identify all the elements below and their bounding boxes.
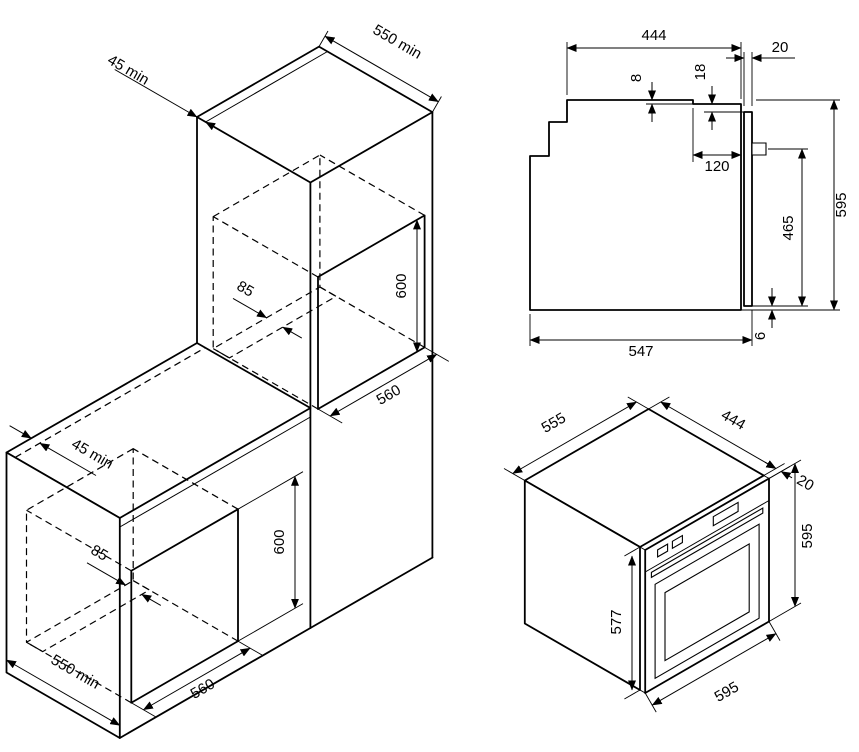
dim-label-top-step: 8	[628, 74, 645, 82]
dim-overall-height: 595	[745, 99, 850, 311]
lower-niche-opening	[130, 508, 239, 704]
dim-label-top-depth: 444	[641, 27, 666, 44]
door-slab-edge	[639, 689, 646, 694]
dim-label-door-thickness: 20	[772, 39, 789, 56]
control-panel-line	[644, 500, 770, 573]
dim-door-thickness: 20	[726, 39, 795, 106]
dim-label-lower-rear-step: 85	[88, 542, 111, 565]
dim-top-depth: 444	[566, 27, 742, 99]
dim-label-body-depth: 555	[539, 409, 569, 436]
upper-niche-hidden-edge	[212, 216, 319, 278]
dim-oven-overall-height: 595	[768, 459, 816, 622]
door-slab-edge	[639, 546, 646, 551]
dim-bottom-gap: 6	[741, 288, 780, 340]
counter-rear-gap-line	[14, 346, 206, 458]
lower-niche-back-face	[25, 448, 134, 643]
worktop-thickness-line	[119, 416, 311, 528]
control-display	[712, 501, 739, 527]
oven-handle-profile	[751, 142, 767, 156]
dim-label-lower-niche-width: 560	[188, 675, 218, 702]
dim-label-top-depth-min: 550 min	[370, 21, 425, 62]
dim-front-height: 465	[752, 148, 808, 307]
dim-upper-niche-height: 600	[393, 215, 425, 358]
dim-top-step: 8	[628, 74, 693, 122]
dim-label-oven-overall-height: 595	[799, 523, 816, 548]
dim-label-oven-door-thickness: 20	[794, 472, 817, 495]
upper-niche-opening	[317, 214, 426, 410]
upper-niche-hidden-edge	[319, 286, 425, 348]
oven-body-profile	[529, 99, 742, 311]
dim-label-upper-niche-height: 600	[393, 273, 410, 298]
lower-niche-hidden-edge	[132, 448, 239, 510]
dim-label-upper-rear-step: 85	[234, 278, 257, 301]
control-knob	[671, 534, 683, 550]
dim-label-control-panel-depth: 120	[704, 158, 729, 175]
dim-label-oven-overall-width: 595	[712, 678, 742, 705]
door-slab-edge	[763, 475, 770, 479]
dim-lower-rear-step: 85	[86, 542, 162, 606]
dim-label-top-front-offset: 18	[692, 64, 709, 81]
dim-overall-depth: 547	[529, 310, 753, 360]
dim-oven-body-height: 577	[608, 546, 641, 700]
tall-cabinet-top-face	[196, 45, 434, 184]
dim-label-front-height: 465	[780, 215, 797, 240]
upper-niche-back-face	[212, 154, 321, 350]
dim-label-overall-height: 595	[833, 192, 850, 217]
lower-niche-rear-step	[26, 580, 150, 653]
dim-label-oven-body-height: 577	[608, 609, 625, 634]
dim-label-lower-niche-height: 600	[271, 529, 288, 554]
oven-door-profile	[743, 111, 753, 307]
lower-niche-hidden-edge	[132, 580, 239, 642]
dim-top-front-offset: 18	[692, 64, 744, 130]
dim-oven-door-thickness: 20	[764, 460, 817, 495]
dim-label-oven-top-depth: 444	[718, 406, 748, 433]
lower-niche-hidden-edge	[26, 509, 132, 572]
tall-cabinet-bottom-edge	[309, 556, 434, 629]
dim-label-top-rear-gap: 45 min	[105, 51, 152, 88]
oven-side-view: 444 20 8 18 120	[529, 27, 850, 360]
dim-lower-niche-height: 600	[237, 471, 304, 642]
tall-cabinet-rear-gap-line	[205, 51, 328, 123]
dim-label-upper-niche-width: 560	[374, 381, 404, 408]
dim-control-panel-depth: 120	[692, 108, 742, 175]
upper-niche-hidden-edge	[319, 154, 425, 216]
dim-label-overall-depth: 547	[628, 343, 653, 360]
dim-label-bottom-gap: 6	[752, 332, 769, 340]
control-knob	[657, 543, 669, 558]
oven-isometric: 555 444 20 595 577	[503, 396, 817, 713]
door-handle-bar	[650, 507, 764, 579]
cabinet-cutout-isometric: 550 min 45 min 85 600 560 45 min	[5, 21, 450, 739]
dim-upper-rear-step: 85	[232, 278, 303, 339]
upper-niche-hidden-edge	[212, 348, 319, 410]
upper-niche-rear-step	[212, 286, 337, 359]
